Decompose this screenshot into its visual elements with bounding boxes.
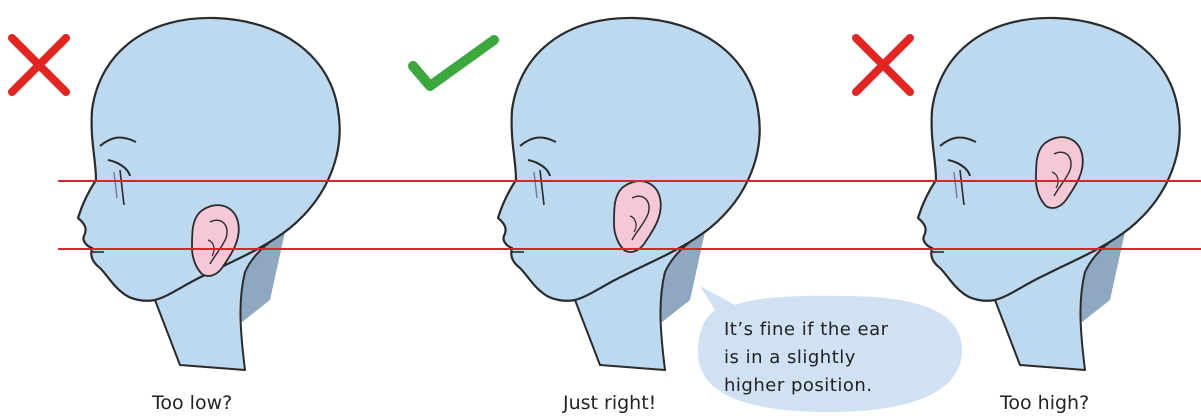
check-icon — [413, 40, 494, 86]
bubble-line: It’s fine if the ear — [724, 316, 954, 344]
cross-icon — [856, 38, 910, 92]
cross-icon — [12, 38, 66, 92]
bubble-text: It’s fine if the ear is in a slightly hi… — [724, 316, 954, 400]
head-panel-3 — [918, 18, 1180, 370]
caption-just-right: Just right! — [563, 392, 656, 414]
caption-too-high: Too high? — [1000, 392, 1089, 414]
bubble-line: is in a slightly — [724, 344, 954, 372]
head-panel-1 — [78, 18, 340, 370]
bubble-line: higher position. — [724, 372, 954, 400]
caption-too-low: Too low? — [152, 392, 232, 414]
